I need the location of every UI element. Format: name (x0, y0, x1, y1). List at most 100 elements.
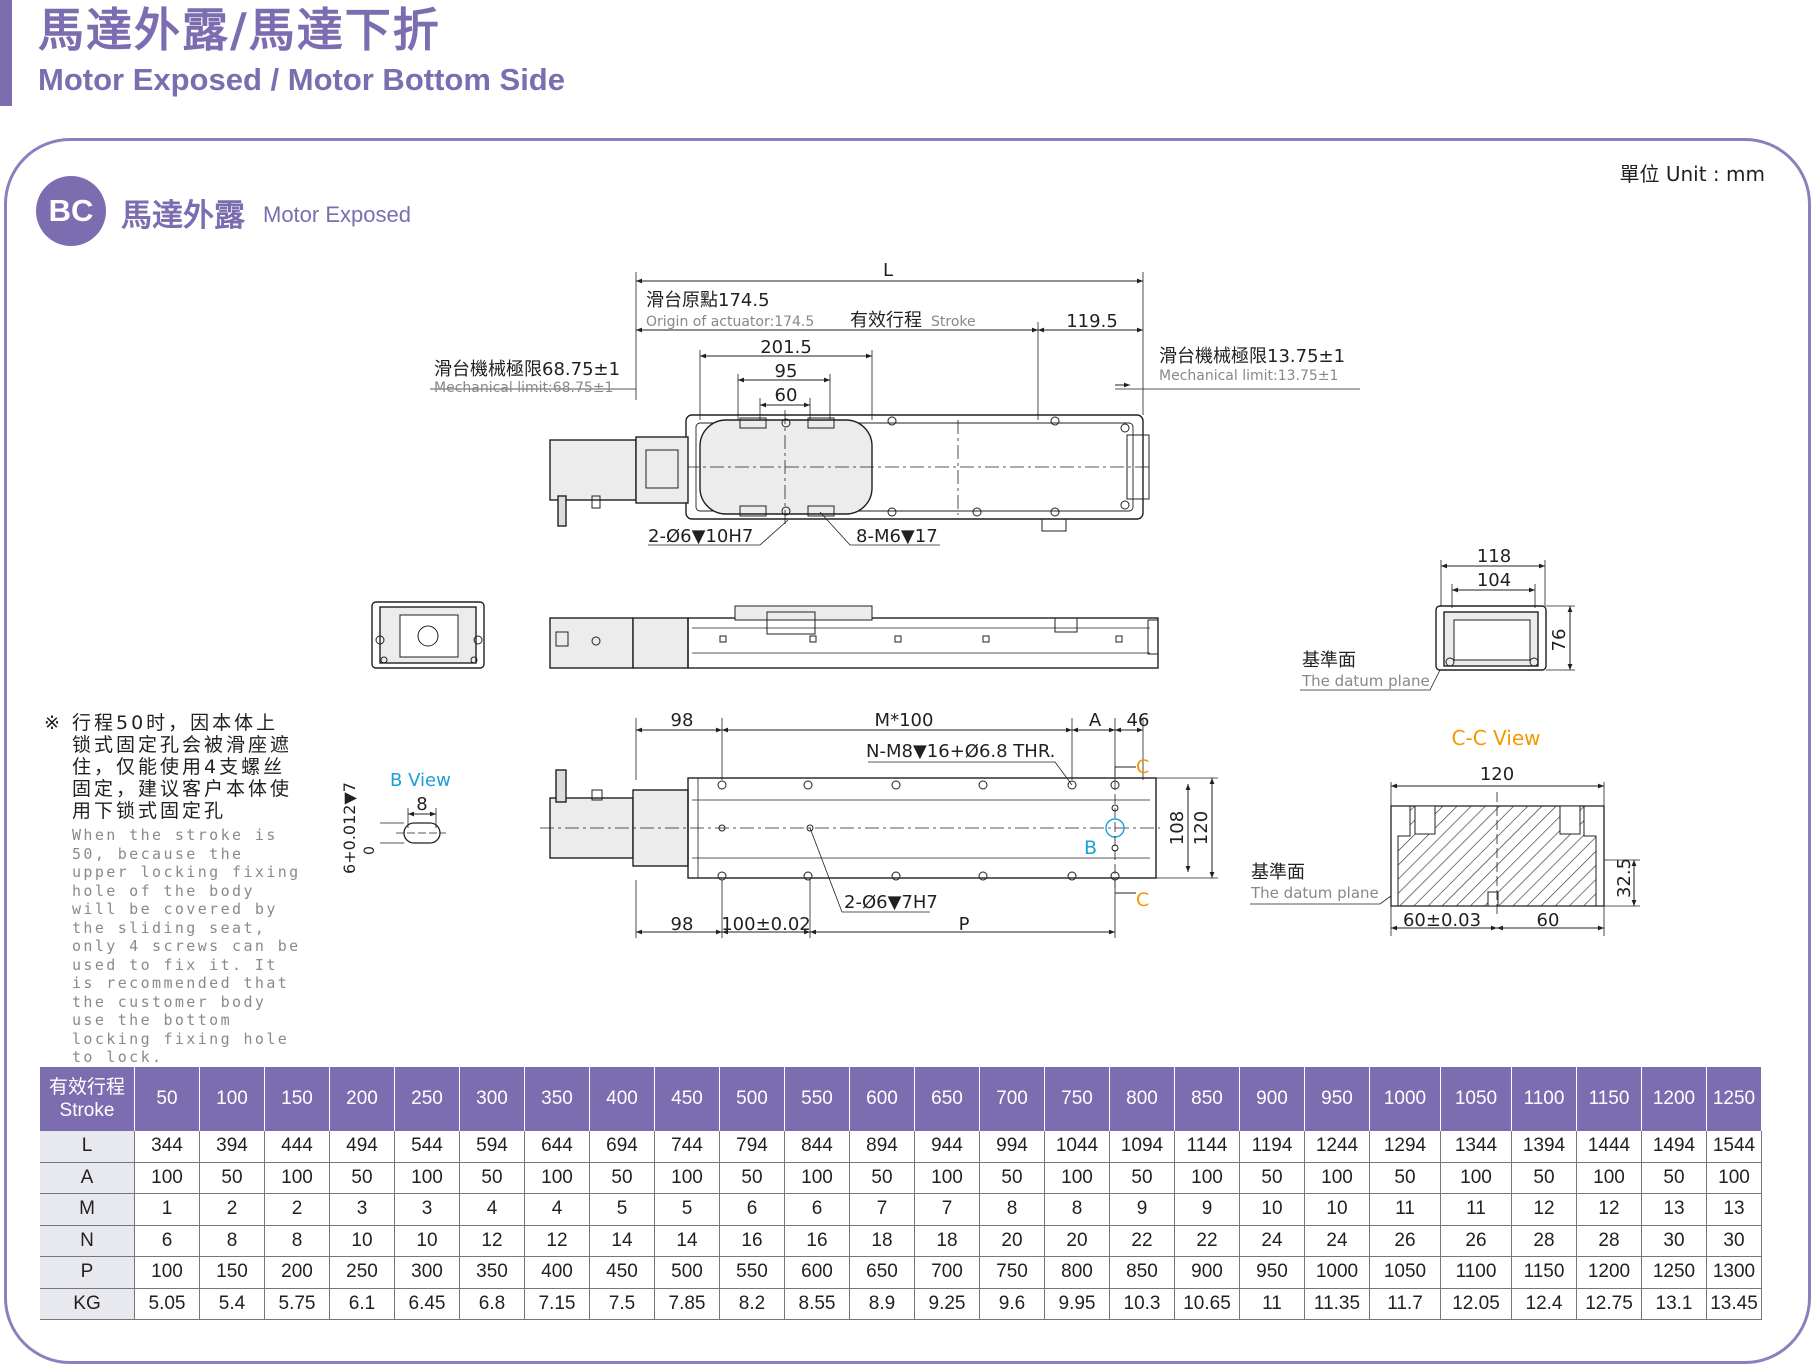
table-cell: 1194 (1239, 1131, 1305, 1163)
table-cell: 700 (914, 1256, 980, 1289)
dim-60: 60 (775, 385, 798, 406)
table-cell: 5.05 (134, 1288, 200, 1320)
table-cell: 1250 (1641, 1256, 1707, 1289)
table-cell: 5.75 (264, 1288, 330, 1320)
table-cell: 8 (264, 1225, 330, 1257)
b-view-labels: B View 8 6+0.012▼7 0 (340, 770, 451, 874)
table-cell: 12.4 (1511, 1288, 1577, 1320)
table-cell: 14 (589, 1225, 655, 1257)
table-cell: 1000 (1304, 1256, 1370, 1289)
end-view-small (371, 601, 485, 669)
stroke-note-cn: ※ 行程50时，因本体上锁式固定孔会被滑座遮住，仅能使用4支螺丝固定，建议客户本… (44, 712, 299, 822)
table-cell: 16 (719, 1225, 785, 1257)
table-cell: 28 (1576, 1225, 1642, 1257)
table-cell: 30 (1641, 1225, 1707, 1257)
stroke-col-header: 1000 (1369, 1067, 1441, 1131)
table-cell: 4 (524, 1193, 590, 1226)
hole-callout-bottom: 2-Ø6▼7H7 (844, 892, 938, 913)
dim-119-5: 119.5 (1066, 311, 1118, 332)
row-label: A (40, 1162, 135, 1194)
table-cell: 5 (589, 1193, 655, 1226)
row-label: KG (40, 1288, 135, 1320)
table-cell: 1044 (1044, 1131, 1110, 1163)
table-cell: 12 (524, 1225, 590, 1257)
table-cell: 2 (199, 1193, 265, 1226)
table-cell: 1094 (1109, 1131, 1175, 1163)
datum-label-cn: 基準面 (1302, 650, 1356, 671)
stroke-col-header: 200 (329, 1067, 395, 1131)
table-cell: 10 (394, 1225, 460, 1257)
dim-98-top: 98 (671, 710, 694, 731)
table-cell: 22 (1109, 1225, 1175, 1257)
table-cell: 6 (719, 1193, 785, 1226)
table-cell: 100 (524, 1162, 590, 1194)
table-cell: 9.6 (979, 1288, 1045, 1320)
unit-label: 單位 Unit : mm (1619, 162, 1766, 186)
table-cell: 50 (719, 1162, 785, 1194)
table-cell: 100 (1576, 1162, 1642, 1194)
table-cell: 1394 (1511, 1131, 1577, 1163)
dim-104: 104 (1477, 570, 1511, 591)
dim-L: L (883, 260, 893, 281)
table-cell: 944 (914, 1131, 980, 1163)
stroke-label-cn: 有效行程 (850, 310, 922, 331)
table-cell: 50 (1641, 1162, 1707, 1194)
stroke-col-header: 1200 (1641, 1067, 1707, 1131)
stroke-col-header: 450 (654, 1067, 720, 1131)
table-cell: 7 (914, 1193, 980, 1226)
stroke-col-header: 750 (1044, 1067, 1110, 1131)
cc-view-title: C-C View (1452, 726, 1541, 750)
dim-46: 46 (1127, 710, 1150, 731)
dim-118: 118 (1477, 546, 1511, 567)
mech-limit-right-cn: 滑台機械極限13.75±1 (1159, 346, 1345, 367)
table-cell: 8.55 (784, 1288, 850, 1320)
table-cell: 100 (1044, 1162, 1110, 1194)
mech-limit-right-en: Mechanical limit:13.75±1 (1159, 368, 1338, 384)
table-cell: 100 (134, 1256, 200, 1289)
technical-drawing: L 滑台原點174.5 Origin of actuator:174.5 有效行… (340, 260, 1640, 938)
stroke-col-header: 250 (394, 1067, 460, 1131)
table-cell: 744 (654, 1131, 720, 1163)
table-cell: 10 (329, 1225, 395, 1257)
end-view-right (1300, 560, 1575, 691)
dim-76: 76 (1549, 629, 1570, 652)
stroke-col-header: 950 (1304, 1067, 1370, 1131)
dim-108: 108 (1167, 811, 1188, 845)
stroke-label-en: Stroke (931, 314, 976, 330)
end-view-labels: 118 104 76 基準面 The datum plane (1301, 546, 1570, 690)
cc-view-labels: C-C View 120 32.5 60±0.03 60 基準面 The dat… (1250, 726, 1635, 931)
table-cell: 1 (134, 1193, 200, 1226)
table-cell: 4 (459, 1193, 525, 1226)
table-cell: 994 (979, 1131, 1045, 1163)
table-cell: 20 (979, 1225, 1045, 1257)
table-cell: 1050 (1369, 1256, 1441, 1289)
cc-datum-label-en: The datum plane (1250, 884, 1379, 902)
table-cell: 9 (1174, 1193, 1240, 1226)
top-view (430, 272, 1360, 546)
table-cell: 11.7 (1369, 1288, 1441, 1320)
table-cell: 9 (1109, 1193, 1175, 1226)
section-mark-c-top: C (1136, 756, 1149, 778)
table-cell: 1344 (1440, 1131, 1512, 1163)
table-cell: 12.75 (1576, 1288, 1642, 1320)
table-cell: 100 (1174, 1162, 1240, 1194)
table-cell: 50 (199, 1162, 265, 1194)
cc-datum-label-cn: 基準面 (1251, 862, 1305, 883)
table-cell: 100 (914, 1162, 980, 1194)
table-cell: 18 (914, 1225, 980, 1257)
stroke-col-header: 800 (1109, 1067, 1175, 1131)
table-cell: 11 (1440, 1193, 1512, 1226)
table-cell: 6 (784, 1193, 850, 1226)
stroke-col-header: 100 (199, 1067, 265, 1131)
stroke-col-header: 1100 (1511, 1067, 1577, 1131)
table-cell: 13.1 (1641, 1288, 1707, 1320)
dim-201-5: 201.5 (760, 337, 812, 358)
table-cell: 6.1 (329, 1288, 395, 1320)
table-cell: 12.05 (1440, 1288, 1512, 1320)
side-view (549, 605, 1159, 669)
table-cell: 1494 (1641, 1131, 1707, 1163)
